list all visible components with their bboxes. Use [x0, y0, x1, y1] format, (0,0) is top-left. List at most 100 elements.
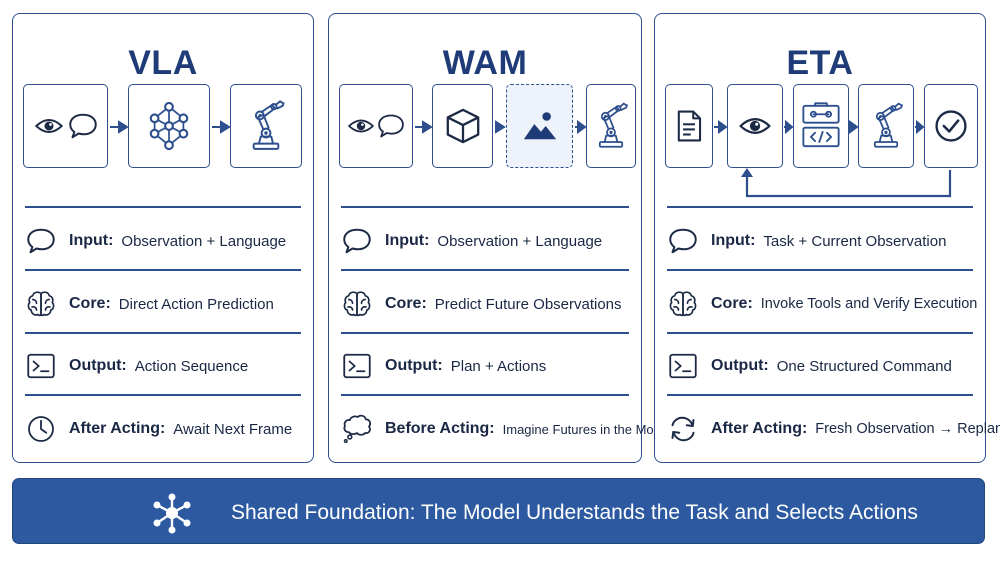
verify-node — [924, 84, 978, 168]
divider — [341, 332, 629, 334]
divider — [25, 394, 301, 396]
before-acting-value: Imagine Futures in the Model — [502, 421, 672, 437]
observation-language-node — [23, 84, 108, 168]
input-row: Input: Observation + Language — [25, 217, 307, 265]
flow-diagram — [655, 84, 985, 198]
output-value: Action Sequence — [134, 357, 249, 375]
core-row: Core: Direct Action Prediction — [25, 280, 307, 328]
refresh-icon — [667, 413, 699, 445]
brain-icon — [341, 288, 373, 320]
before-acting-row: Before Acting: Imagine Futures in the Mo… — [341, 405, 671, 453]
core-row: Core: Predict Future Observations — [341, 280, 635, 328]
robot-arm-icon — [866, 101, 906, 151]
thought-bubble-icon — [341, 413, 373, 445]
output-label: Output: — [385, 357, 443, 374]
divider — [667, 269, 973, 271]
robot-arm-node — [230, 84, 302, 168]
input-value: Task + Current Observation — [763, 232, 947, 250]
terminal-icon — [667, 350, 699, 382]
input-label: Input: — [69, 232, 114, 249]
brain-icon — [25, 288, 57, 320]
flow-arrows — [110, 120, 231, 134]
flow-diagram — [13, 84, 313, 170]
panel-title: ETA — [786, 44, 854, 82]
task-document-node — [665, 84, 713, 168]
check-circle-icon — [933, 108, 969, 144]
divider — [341, 206, 629, 208]
observation-language-node — [339, 84, 413, 168]
observation-node — [727, 84, 783, 168]
network-hub-icon — [151, 492, 193, 539]
shared-foundation-banner: Shared Foundation: The Model Understands… — [12, 478, 985, 544]
neural-network-node — [128, 84, 210, 168]
vla-panel: VLA Input: Observation + Language Core: … — [12, 13, 314, 463]
input-value: Observation + Language — [437, 232, 603, 250]
wam-panel: WAM Input: Observation + Language — [328, 13, 671, 463]
landscape-image-icon — [521, 107, 559, 145]
terminal-icon — [25, 350, 57, 382]
clock-icon — [25, 413, 57, 445]
divider — [667, 206, 973, 208]
terminal-icon — [341, 350, 373, 382]
speech-icon — [68, 111, 98, 141]
after-acting-label: After Acting: — [711, 420, 808, 437]
output-value: One Structured Command — [776, 357, 952, 375]
speech-bubble-icon — [667, 225, 699, 257]
before-acting-label: Before Acting: — [385, 420, 495, 437]
divider — [25, 269, 301, 271]
input-value: Observation + Language — [121, 232, 287, 250]
cube-node — [432, 84, 493, 168]
core-value: Predict Future Observations — [434, 295, 622, 313]
imagined-future-node — [506, 84, 573, 168]
after-acting-value: Await Next Frame — [173, 420, 293, 438]
panel-title: WAM — [442, 44, 528, 82]
after-acting-value: Fresh Observation → Replan — [815, 421, 1000, 437]
toolbox-code-icon — [800, 100, 842, 152]
input-label: Input: — [385, 232, 430, 249]
robot-arm-node — [858, 84, 914, 168]
output-row: Output: One Structured Command — [667, 342, 979, 390]
eye-icon — [347, 112, 375, 140]
core-label: Core: — [711, 295, 753, 312]
tools-code-node — [793, 84, 849, 168]
speech-bubble-icon — [341, 225, 373, 257]
eta-panel: ETA — [654, 13, 1000, 463]
divider — [341, 394, 629, 396]
divider — [667, 332, 973, 334]
output-label: Output: — [69, 357, 127, 374]
core-label: Core: — [385, 295, 427, 312]
divider — [667, 394, 973, 396]
brain-icon — [667, 288, 699, 320]
document-icon — [672, 109, 706, 143]
core-value: Invoke Tools and Verify Execution — [760, 296, 978, 312]
panel-title: VLA — [128, 44, 198, 82]
flow-diagram — [329, 84, 641, 170]
robot-arm-icon — [591, 101, 631, 151]
divider — [25, 206, 301, 208]
core-value: Direct Action Prediction — [118, 295, 274, 313]
eye-icon — [738, 109, 772, 143]
after-acting-row: After Acting: Fresh Observation → Replan — [667, 405, 1000, 453]
after-acting-row: After Acting: Await Next Frame — [25, 405, 307, 453]
output-label: Output: — [711, 357, 769, 374]
robot-arm-icon — [244, 99, 288, 153]
neural-network-icon — [145, 102, 193, 150]
input-row: Input: Task + Current Observation — [667, 217, 979, 265]
input-row: Input: Observation + Language — [341, 217, 635, 265]
output-value: Plan + Actions — [450, 357, 547, 375]
cube-icon — [444, 107, 482, 145]
divider — [341, 269, 629, 271]
robot-arm-node — [586, 84, 636, 168]
core-row: Core: Invoke Tools and Verify Execution — [667, 280, 979, 328]
divider — [25, 332, 301, 334]
banner-text: Shared Foundation: The Model Understands… — [231, 501, 918, 524]
after-acting-label: After Acting: — [69, 420, 166, 437]
eye-icon — [34, 111, 64, 141]
core-label: Core: — [69, 295, 111, 312]
speech-icon — [377, 112, 405, 140]
output-row: Output: Plan + Actions — [341, 342, 635, 390]
flow-arrows — [415, 120, 587, 134]
flow-arrows — [714, 119, 952, 198]
input-label: Input: — [711, 232, 756, 249]
output-row: Output: Action Sequence — [25, 342, 307, 390]
